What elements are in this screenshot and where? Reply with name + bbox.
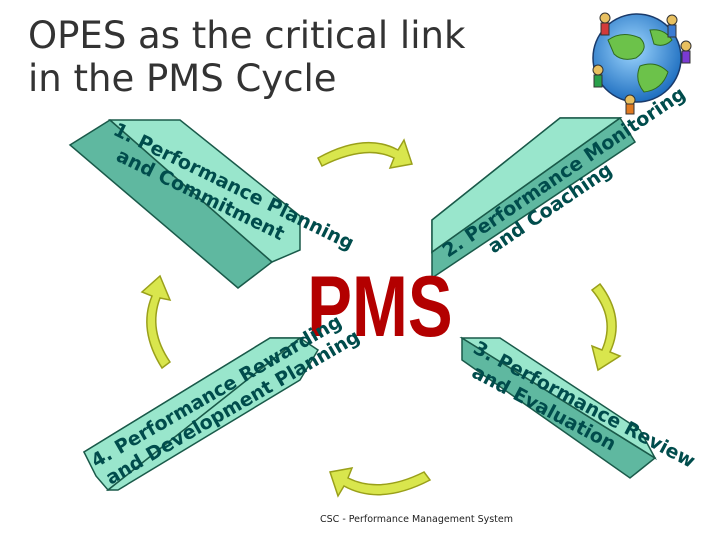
stage-4-line-1: Performance Rewarding <box>111 311 346 459</box>
title-line-1: OPES as the critical link <box>28 14 466 57</box>
stage-2-line-1: Performance Monitoring <box>461 83 690 247</box>
stage-3-arrow <box>459 336 657 479</box>
cycle-arrow-bottom <box>329 467 432 498</box>
stage-1-arrow <box>68 119 301 289</box>
svg-text:4. Performance Rewarding: 4. Performance Rewarding <box>88 311 346 473</box>
svg-text:2. Performance Monitorin: 2. Performance Monitoring <box>438 83 689 262</box>
cycle-arrow-left <box>140 274 172 370</box>
globe-with-people-clipart <box>592 12 692 115</box>
svg-text:3. Performance Review: 3. Performance Review <box>470 337 699 473</box>
stage-2-label: 2. Performance Monitoring and Coaching <box>438 83 689 262</box>
cycle-arrow-right <box>590 282 622 372</box>
title-line-2: in the PMS Cycle <box>28 57 337 100</box>
stage-4-label: 4. Performance Rewarding and Development… <box>88 311 364 490</box>
slide-title: OPES as the critical link in the PMS Cyc… <box>28 14 465 100</box>
stage-4-arrow <box>82 337 320 492</box>
cycle-arrow-top <box>317 138 413 169</box>
stage-3-label: 3. Performance Review and Evaluation <box>468 337 699 473</box>
slide-footer: CSC - Performance Management System <box>320 514 514 525</box>
stage-2-arrow <box>431 116 637 280</box>
pms-center-label: PMS <box>307 259 452 355</box>
stage-4-line-2: and Development Planning <box>102 326 364 490</box>
